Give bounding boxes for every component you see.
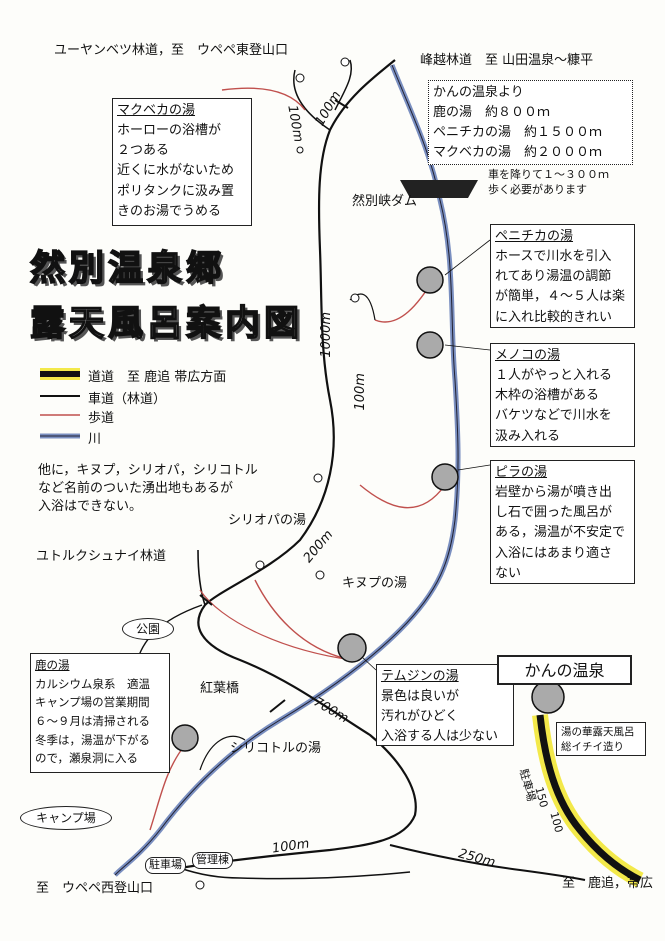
- temujin-box: テムジンの湯 景色は良いが 汚れがひどく 入浴する人は少ない: [376, 664, 514, 746]
- label-campsite: キャンプ場: [20, 806, 112, 830]
- penichika-onsen-icon: [416, 266, 444, 294]
- label-shirikotoru: シリコトルの湯: [230, 741, 322, 756]
- label-kinupu: キヌプの湯: [342, 576, 408, 591]
- menoko-box: メノコの湯 １人がやっと入れる 木枠の浴槽がある バケツなどで川水を 汲み入れる: [490, 343, 635, 447]
- makubeka-box: マクベカの湯 ホーローの浴槽が ２つある 近くに水がないため ポリタンクに汲み置…: [112, 98, 252, 226]
- pira-line: ある，湯温が不安定で: [495, 525, 626, 541]
- legend-prefectural-road: 道道 至 鹿追 帯広方面: [88, 370, 227, 385]
- shika-line: 冬季は，湯温が下がる: [35, 732, 150, 747]
- trail-makubeka: [221, 87, 306, 111]
- label-minegoshi-road: 峰越林道 至 山田温泉～糠平: [420, 53, 594, 68]
- pira-line: し石で囲った風呂が: [495, 505, 613, 521]
- makubeka-name: マクベカの湯: [117, 103, 196, 118]
- menoko-line: 木枠の浴槽がある: [495, 388, 600, 404]
- menoko-onsen-icon: [416, 331, 444, 359]
- distance-row: 鹿の湯 約８００ｍ: [433, 105, 551, 121]
- menoko-name: メノコの湯: [495, 348, 561, 363]
- pira-line: 入浴にはあまり適さ: [495, 545, 613, 561]
- shika-line: キャンプ場の営業期間: [35, 695, 150, 710]
- label-to-shikaoi: 至 鹿追，帯広: [562, 876, 654, 891]
- kanno-onsen-icon: [531, 680, 565, 714]
- pira-onsen-icon: [431, 463, 459, 491]
- distance-box: かんの温泉より 鹿の湯 約８００ｍ ペニチカの湯 約１５００ｍ マクベカの湯 約…: [428, 80, 633, 165]
- note-line: 入浴はできない。: [38, 499, 143, 514]
- shika-line: ６～９月は清掃される: [35, 713, 150, 728]
- temujin-name: テムジンの湯: [381, 669, 459, 684]
- label-yutoru-road: ユトルクシュナイ林道: [36, 549, 167, 564]
- makubeka-line: ポリタンクに汲み置: [117, 183, 235, 199]
- label-yuyanbetsu-road: ユーヤンベツ林道，至 ウペペ東登山口: [54, 43, 289, 58]
- makubeka-line: ホーローの浴槽が: [117, 123, 222, 139]
- dist-100a: 100m: [352, 373, 368, 411]
- distance-row: ペニチカの湯 約１５００ｍ: [433, 125, 603, 141]
- penichika-line: れてあり湯温の調節: [495, 269, 612, 285]
- dist-1000: 1000m: [319, 311, 335, 358]
- label-parking: 駐車場: [145, 857, 186, 874]
- menoko-line: １人がやっと入れる: [495, 368, 613, 384]
- temujin-onsen-icon: [337, 633, 367, 663]
- label-shiriopa: シリオパの湯: [228, 513, 307, 528]
- kanno-note-line: 湯の華露天風呂: [561, 726, 635, 738]
- trail-shika: [149, 744, 186, 831]
- shika-box: 鹿の湯 カルシウム泉系 適温 キャンプ場の営業期間 ６～９月は清掃される 冬季は…: [30, 653, 170, 773]
- legend-forest-road: 車道（林道）: [88, 392, 167, 407]
- makubeka-line: 近くに水がないため: [117, 163, 235, 179]
- penichika-line: が簡単，４～５人は楽: [495, 289, 626, 305]
- shika-onsen-icon: [171, 724, 199, 752]
- shika-name: 鹿の湯: [35, 658, 70, 672]
- note-line: など名前のついた湧出地もあるが: [38, 481, 234, 496]
- pira-box: ピラの湯 岩壁から湯が噴き出 し石で囲った風呂が ある，湯温が不安定で 入浴には…: [490, 460, 635, 584]
- trail-pira: [359, 484, 446, 509]
- legend-trail: 歩道: [88, 411, 115, 426]
- kanno-note-line: 総イチイ造り: [561, 740, 624, 753]
- distance-row: マクベカの湯 約２０００ｍ: [433, 145, 603, 161]
- kanno-note-box: 湯の華露天風呂 総イチイ造り: [556, 722, 646, 756]
- label-to-upepe-west: 至 ウペペ西登山口: [36, 881, 154, 896]
- makubeka-line: ２つある: [117, 143, 170, 159]
- temujin-line: 汚れがひどく: [381, 709, 459, 725]
- kanno-onsen-box: かんの温泉: [497, 655, 632, 685]
- dam-icon: [400, 180, 478, 198]
- temujin-line: 景色は良いが: [381, 689, 460, 705]
- title-line2: 露天風呂案内図: [29, 302, 304, 345]
- yutoru-forest-road: [197, 549, 206, 606]
- makubeka-line: きのお湯でうめる: [117, 203, 222, 219]
- penichika-name: ペニチカの湯: [495, 229, 574, 244]
- shika-line: ので，瀬泉洞に入る: [35, 751, 139, 766]
- road-to-shikaoi: [389, 844, 586, 881]
- label-dam: 然別峡ダム: [352, 194, 418, 209]
- trail-temujin: [254, 579, 353, 661]
- pira-name: ピラの湯: [495, 465, 548, 480]
- pira-line: 岩壁から湯が噴き出: [495, 485, 613, 501]
- temujin-line: 入浴する人は少ない: [381, 729, 499, 745]
- title-line1: 然別温泉郷: [29, 247, 226, 290]
- note-line: 他に，キヌプ，シリオパ，シリコトル: [38, 463, 258, 478]
- penichika-line: に入れ比較的きれい: [495, 309, 613, 325]
- shika-line: カルシウム泉系 適温: [35, 676, 150, 691]
- label-park: 公園: [122, 618, 174, 640]
- label-koyo-bridge: 紅葉橋: [200, 681, 240, 696]
- pira-line: ない: [495, 565, 522, 581]
- legend-river: 川: [88, 432, 102, 447]
- menoko-line: バケツなどで川水を: [495, 408, 612, 424]
- label-management: 管理棟: [192, 852, 233, 869]
- car-note-1: 車を降りて１～３００ｍ: [488, 168, 609, 181]
- penichika-line: ホースで川水を引入: [495, 249, 612, 265]
- menoko-line: 汲み入れる: [495, 428, 561, 444]
- distance-box-title: かんの温泉より: [433, 85, 524, 100]
- penichika-box: ペニチカの湯 ホースで川水を引入 れてあり湯温の調節 が簡単，４～５人は楽 に入…: [490, 224, 635, 328]
- car-note-2: 歩く必要があります: [488, 183, 587, 196]
